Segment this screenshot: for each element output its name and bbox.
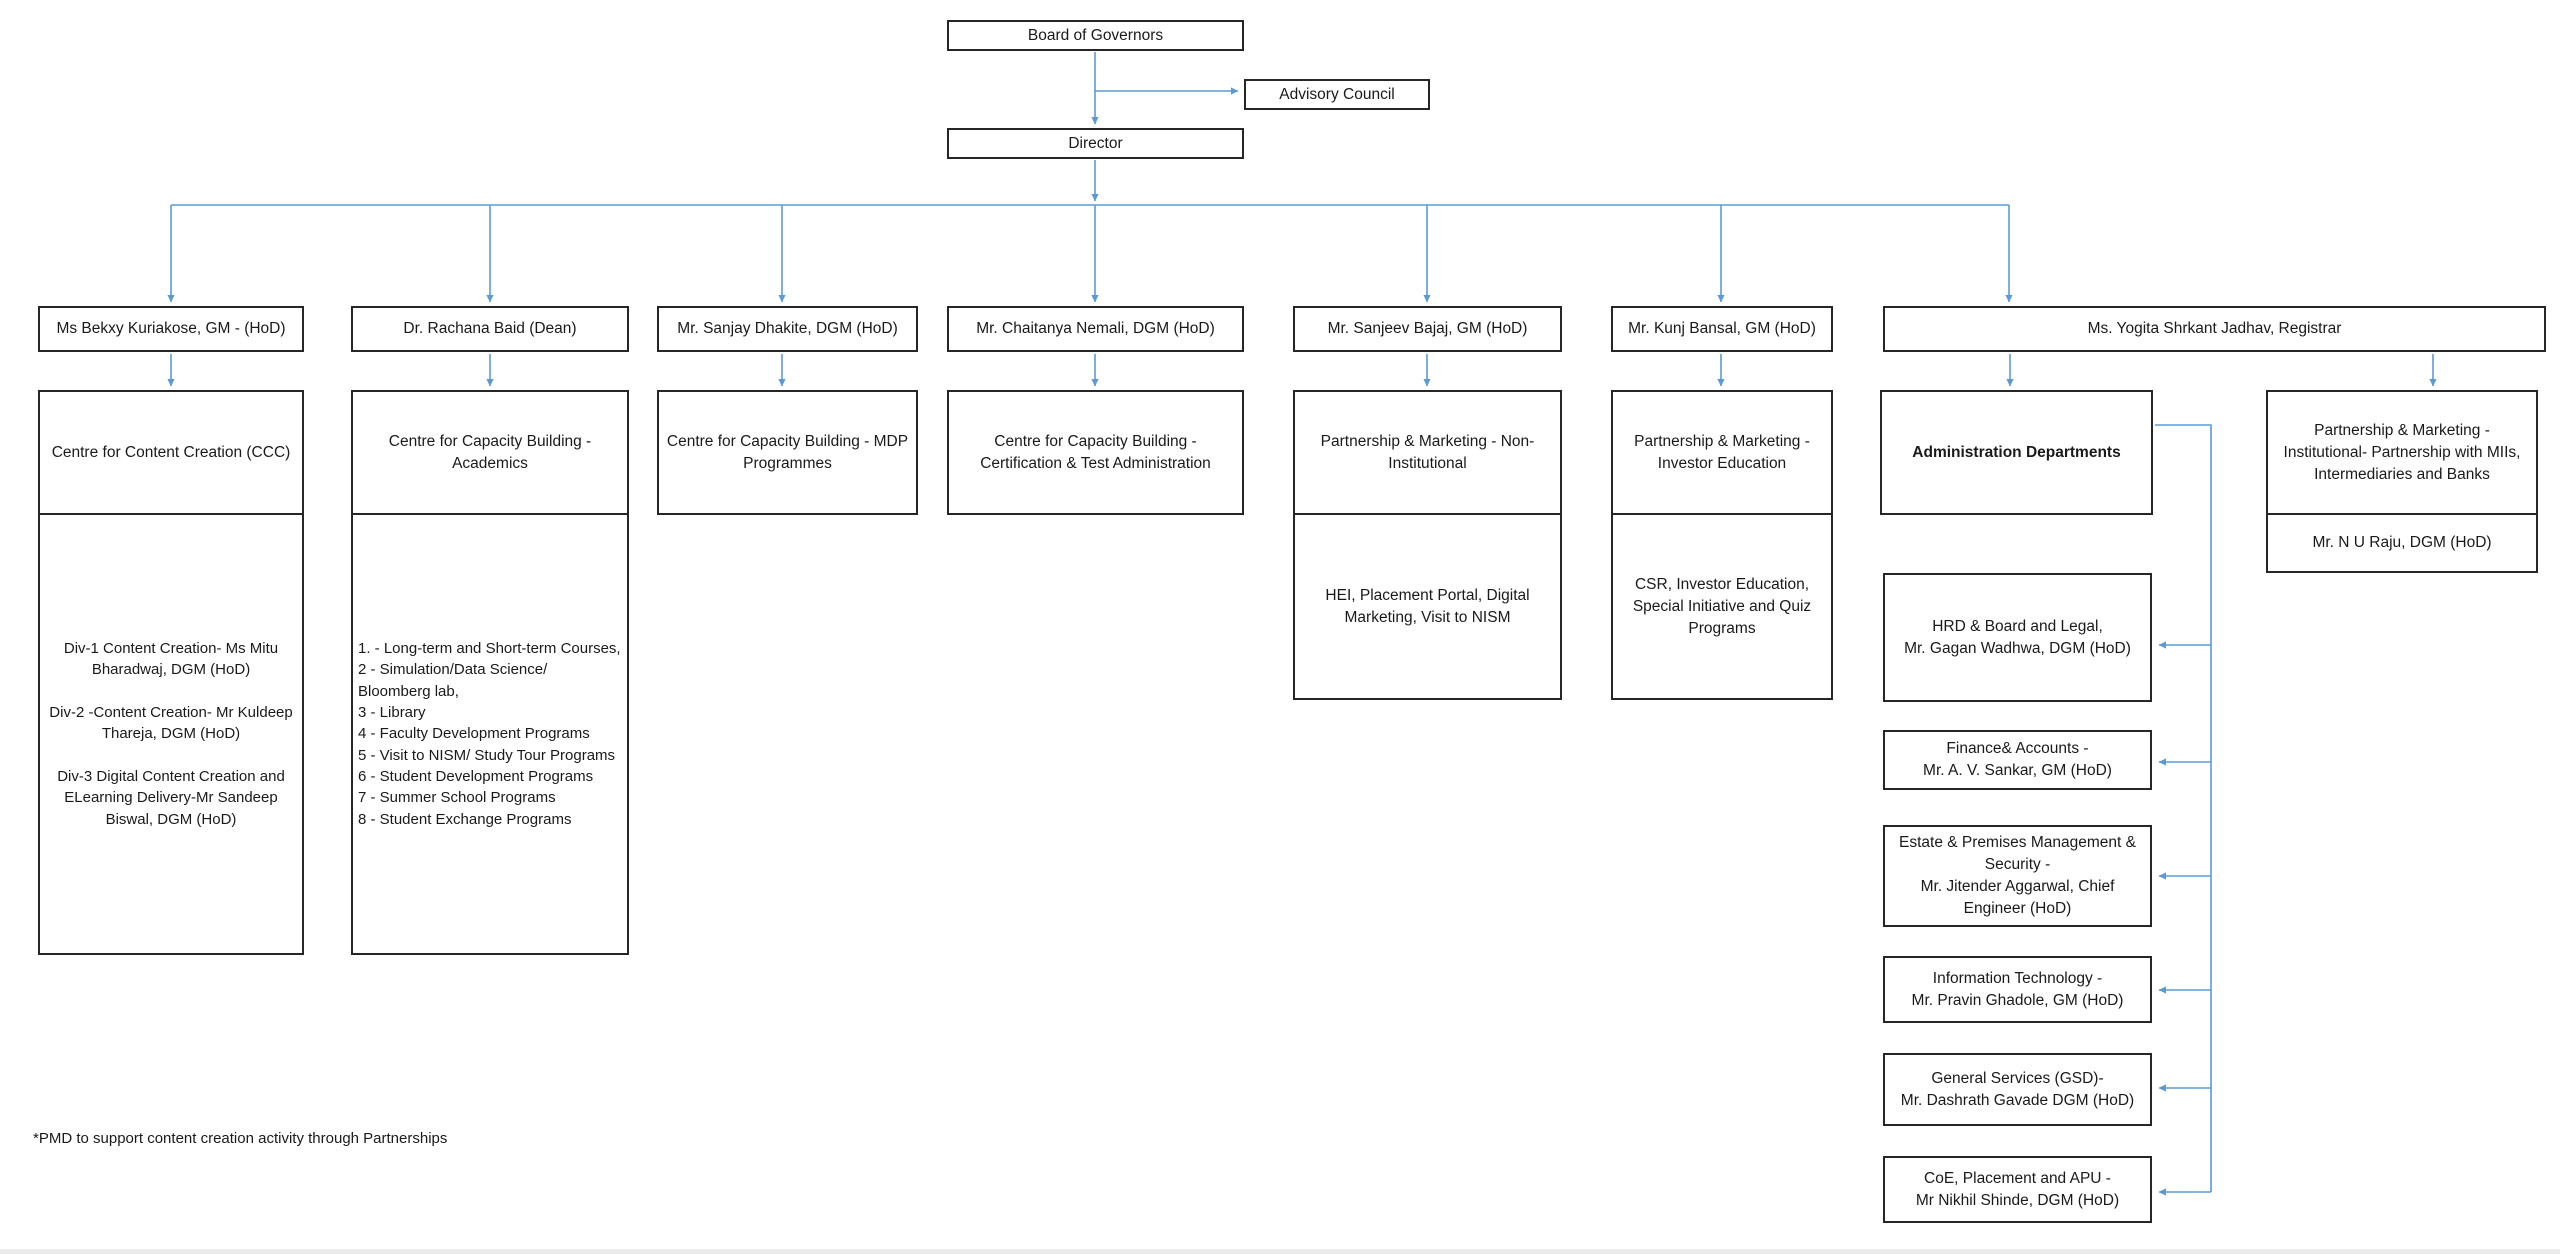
- unit-label: Centre for Capacity Building - Certifica…: [980, 432, 1211, 472]
- head-box-pm-investor-education: Mr. Kunj Bansal, GM (HoD): [1611, 306, 1833, 352]
- dept-box-general-services: General Services (GSD)- Mr. Dashrath Gav…: [1883, 1053, 2152, 1126]
- unit-box-ccc: Centre for Content Creation (CCC): [38, 390, 304, 515]
- head-label: Mr. Chaitanya Nemali, DGM (HoD): [976, 320, 1215, 337]
- unit-label: Centre for Capacity Building - MDP Progr…: [666, 432, 909, 472]
- dept-box-finance-accounts: Finance& Accounts - Mr. A. V. Sankar, GM…: [1883, 730, 2152, 790]
- page-bottom-edge: [0, 1249, 2560, 1254]
- head-box-academics: Dr. Rachana Baid (Dean): [351, 306, 629, 352]
- head-box-registrar: Ms. Yogita Shrkant Jadhav, Registrar: [1883, 306, 2546, 352]
- dept-label: Estate & Premises Management & Security …: [1899, 834, 2136, 917]
- sub-box-pm-non-institutional: HEI, Placement Portal, Digital Marketing…: [1293, 515, 1562, 700]
- advisory-council-label: Advisory Council: [1279, 85, 1395, 103]
- footnote-text: *PMD to support content creation activit…: [33, 1130, 448, 1147]
- sub-box-pm-investor-education: CSR, Investor Education, Special Initiat…: [1611, 515, 1833, 700]
- dept-box-hrd-legal: HRD & Board and Legal, Mr. Gagan Wadhwa,…: [1883, 573, 2152, 702]
- board-of-governors-label: Board of Governors: [1027, 26, 1164, 44]
- box-administration-departments: Administration Departments: [1880, 390, 2153, 515]
- head-label: Ms. Yogita Shrkant Jadhav, Registrar: [2087, 320, 2342, 337]
- pm-institutional-label: Partnership & Marketing - Institutional-…: [2283, 421, 2521, 483]
- unit-box-ccb-mdp: Centre for Capacity Building - MDP Progr…: [657, 390, 918, 515]
- box-pm-institutional: Partnership & Marketing - Institutional-…: [2266, 390, 2538, 515]
- head-label: Mr. Kunj Bansal, GM (HoD): [1628, 320, 1816, 337]
- dept-label: CoE, Placement and APU - Mr Nikhil Shind…: [1915, 1169, 2120, 1209]
- dept-box-information-technology: Information Technology - Mr. Pravin Ghad…: [1883, 956, 2152, 1023]
- head-box-certification: Mr. Chaitanya Nemali, DGM (HoD): [947, 306, 1244, 352]
- dept-label: HRD & Board and Legal, Mr. Gagan Wadhwa,…: [1904, 617, 2131, 657]
- unit-label: Partnership & Marketing - Non-Institutio…: [1320, 432, 1535, 472]
- head-label: Mr. Sanjeev Bajaj, GM (HoD): [1327, 320, 1528, 337]
- sub-box-pm-institutional-hod: Mr. N U Raju, DGM (HoD): [2266, 515, 2538, 573]
- box-board-of-governors: Board of Governors: [947, 20, 1244, 51]
- academics-programs-text: 1. - Long-term and Short-term Courses, 2…: [358, 640, 621, 828]
- dept-label: Finance& Accounts - Mr. A. V. Sankar, GM…: [1923, 740, 2112, 779]
- pm-institutional-hod-label: Mr. N U Raju, DGM (HoD): [2312, 534, 2492, 551]
- head-box-mdp: Mr. Sanjay Dhakite, DGM (HoD): [657, 306, 918, 352]
- director-label: Director: [1068, 134, 1123, 152]
- detail-box-academics-programs: 1. - Long-term and Short-term Courses, 2…: [351, 515, 629, 955]
- box-director: Director: [947, 128, 1244, 159]
- unit-box-ccb-academics: Centre for Capacity Building - Academics: [351, 390, 629, 515]
- unit-box-pm-non-institutional: Partnership & Marketing - Non-Institutio…: [1293, 390, 1562, 515]
- sub-label: CSR, Investor Education, Special Initiat…: [1632, 575, 1812, 637]
- dept-box-coe-placement-apu: CoE, Placement and APU - Mr Nikhil Shind…: [1883, 1156, 2152, 1223]
- head-box-pm-non-institutional: Mr. Sanjeev Bajaj, GM (HoD): [1293, 306, 1562, 352]
- head-label: Mr. Sanjay Dhakite, DGM (HoD): [677, 320, 898, 337]
- dept-label: General Services (GSD)- Mr. Dashrath Gav…: [1900, 1069, 2135, 1109]
- unit-label: Centre for Capacity Building - Academics: [388, 432, 592, 472]
- dept-label: Information Technology - Mr. Pravin Ghad…: [1911, 969, 2124, 1009]
- detail-box-ccc-divisions: Div-1 Content Creation- Ms Mitu Bharadwa…: [38, 515, 304, 955]
- unit-box-pm-investor-education: Partnership & Marketing - Investor Educa…: [1611, 390, 1833, 515]
- head-label: Ms Bekxy Kuriakose, GM - (HoD): [56, 320, 286, 337]
- unit-label: Partnership & Marketing - Investor Educa…: [1634, 432, 1810, 472]
- unit-box-ccb-certification: Centre for Capacity Building - Certifica…: [947, 390, 1244, 515]
- dept-box-estate-premises: Estate & Premises Management & Security …: [1883, 825, 2152, 927]
- box-advisory-council: Advisory Council: [1244, 79, 1430, 110]
- head-box-content-creation: Ms Bekxy Kuriakose, GM - (HoD): [38, 306, 304, 352]
- unit-label: Centre for Content Creation (CCC): [51, 443, 291, 461]
- ccc-divisions-text: Div-1 Content Creation- Ms Mitu Bharadwa…: [49, 640, 293, 828]
- head-label: Dr. Rachana Baid (Dean): [403, 320, 577, 337]
- sub-label: HEI, Placement Portal, Digital Marketing…: [1325, 586, 1530, 626]
- administration-departments-label: Administration Departments: [1912, 443, 2121, 461]
